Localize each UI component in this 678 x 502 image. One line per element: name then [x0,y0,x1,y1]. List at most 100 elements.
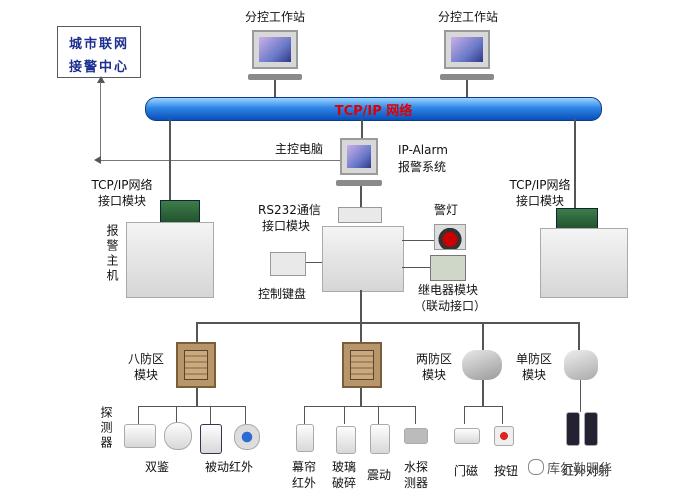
keypad-icon [270,252,306,276]
connector-line [176,406,177,424]
tcp-ip-network-bar: TCP/IP 网络 [145,97,602,121]
connector-line [578,322,580,350]
connector-line [360,388,362,406]
dual-tech-detector-icon [124,424,156,448]
connector-line [466,80,468,98]
glass-line2: 破碎 [331,476,357,490]
keypad-label: 控制键盘 [258,287,307,301]
relay-module-icon [430,255,466,281]
tcpip-left-line1: TCP/IP网络 [91,178,153,192]
workstation-right-icon [440,30,494,80]
bus-line [138,406,246,407]
connector-line [196,322,198,344]
ir-detector-icon [200,424,222,454]
connector-line [361,119,363,139]
passive-ir-detector-icon [164,422,192,450]
arrow-left-icon [94,156,101,164]
single-zone-line2: 模块 [522,368,547,382]
connector-line [274,80,276,98]
single-zone-line1: 单防区 [516,352,553,366]
connector-line [245,406,246,424]
connector-line [378,406,379,424]
tcpip-right-line1: TCP/IP网络 [509,178,571,192]
city-center-line2: 接警中心 [68,60,129,75]
panic-button-icon [494,426,514,446]
smoke-detector-icon [234,424,260,450]
alarm-light-label: 警灯 [434,203,459,217]
arrow-up-icon [97,76,105,83]
bus-line [464,406,502,407]
network-bar-label: TCP/IP 网络 [334,104,413,119]
connector-line [464,406,465,424]
city-alarm-center: 城市联网 接警中心 [57,26,141,78]
station-right-label: 分控工作站 [437,10,499,24]
alarm-host-center-icon [322,226,404,292]
water-line1: 水探 [403,460,429,474]
curtain-line2: 红外 [291,476,317,490]
eight-zone-line1: 八防区 [128,352,165,366]
curtain-ir-icon [296,424,314,452]
relay-line2: （联动接口） [414,299,487,313]
zone-module-center-icon [342,342,382,388]
connector-line [210,406,211,424]
tcpip-left-line2: 接口模块 [97,194,147,208]
connector-line [574,119,576,219]
connector-line [502,406,503,424]
connector-line [402,267,430,268]
two-zone-module-icon [462,350,502,380]
connector-line [306,262,322,263]
master-pc-icon [336,138,382,186]
connector-line [196,388,198,406]
city-center-line1: 城市联网 [68,37,129,52]
station-left-label: 分控工作站 [244,10,306,24]
single-zone-module-icon [564,350,598,380]
two-zone-line2: 模块 [422,368,447,382]
water-sensor-icon [404,428,428,444]
door-magnet-icon [454,428,480,444]
watermark-text: 库尔勒明华 [547,462,613,477]
master-pc-label: 主控电脑 [275,142,324,156]
connector-line [360,186,362,208]
bus-line [196,322,580,324]
eight-zone-module-icon [176,342,216,388]
connector-line [402,240,434,241]
connector-line [138,406,139,424]
detectors-label: 探测器 [99,406,113,451]
ir-beam-right-icon [584,412,598,446]
water-line2: 测器 [403,476,429,490]
button-label: 按钮 [493,464,519,478]
rs232-module-icon [338,207,382,223]
rs232-line1: RS232通信 [258,203,321,217]
dual-tech-label: 双鉴 [144,460,170,474]
workstation-left-icon [248,30,302,80]
two-zone-line1: 两防区 [416,352,453,366]
vibration-sensor-icon [370,424,390,454]
eight-zone-line2: 模块 [134,368,159,382]
connector-line [580,380,581,412]
ip-alarm-line1: IP-Alarm [398,143,448,157]
alarm-host-left-icon [126,222,214,298]
alarm-host-right-icon [540,228,628,298]
ir-beam-left-icon [566,412,580,446]
vibration-label: 震动 [366,468,392,482]
tcpip-right-line2: 接口模块 [515,194,565,208]
door-magnet-label: 门磁 [453,464,479,478]
connector-line [360,322,362,344]
curtain-line1: 幕帘 [291,460,317,474]
connector-line [304,406,305,424]
wechat-icon [528,459,544,475]
ir-beam-label: 红外对射 [561,464,611,478]
connector-line [100,160,340,161]
connector-line [100,82,101,160]
glass-line1: 玻璃 [331,460,357,474]
connector-line [344,406,345,424]
relay-line1: 继电器模块 [418,283,479,297]
connector-line [360,290,362,322]
connector-line [482,322,484,350]
alarm-light-icon [434,224,466,250]
ip-alarm-line2: 报警系统 [398,160,447,174]
connector-line [482,380,484,406]
bus-line [304,406,416,407]
passive-ir-label: 被动红外 [204,460,254,474]
